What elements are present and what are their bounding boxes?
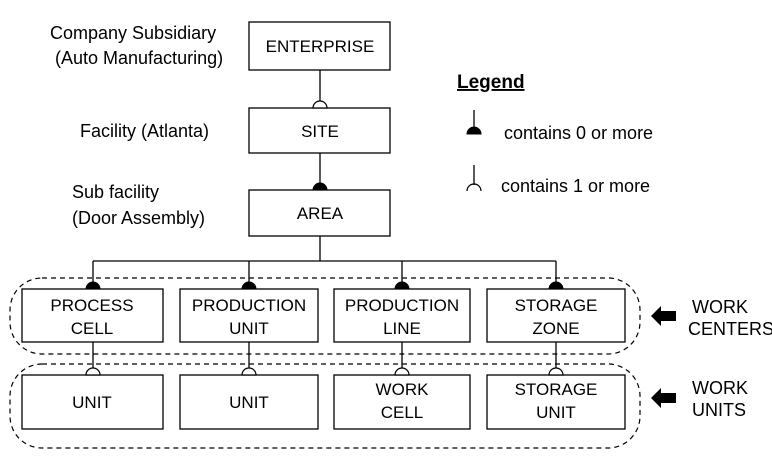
legend-one-or-more-label: contains 1 or more [501, 176, 650, 196]
production-unit-label-line2: UNIT [229, 319, 269, 338]
work-units-arrow-icon [651, 388, 676, 408]
work-centers-label-line2: CENTERS [688, 319, 772, 339]
unit-2-label: UNIT [229, 393, 269, 412]
zero-or-more-marker-process-cell [85, 281, 101, 290]
one-or-more-marker-work-cell [394, 367, 410, 376]
site-label: SITE [301, 122, 339, 141]
enterprise-description-line2: (Auto Manufacturing) [55, 48, 223, 68]
production-unit-box [179, 288, 319, 343]
legend: Legend contains 0 or more contains 1 or … [457, 72, 653, 196]
storage-unit-label-line2: UNIT [536, 403, 576, 422]
zero-or-more-marker-production-line [394, 281, 410, 290]
work-centers-arrow-icon [651, 306, 676, 326]
process-cell-box [21, 288, 164, 343]
area-description-line2: (Door Assembly) [72, 208, 205, 228]
process-cell-label-line1: PROCESS [50, 296, 133, 315]
area-label: AREA [297, 204, 344, 223]
process-cell-label-line2: CELL [71, 319, 114, 338]
zero-or-more-marker-storage-zone [548, 281, 564, 290]
storage-zone-label-line2: ZONE [532, 319, 579, 338]
area-description-line1: Sub facility [72, 182, 159, 202]
storage-unit-label-line1: STORAGE [515, 380, 598, 399]
legend-zero-or-more-label: contains 0 or more [504, 123, 653, 143]
production-unit-label-line1: PRODUCTION [192, 296, 306, 315]
one-or-more-marker-unit-2 [241, 367, 257, 376]
one-or-more-marker-storage-unit [548, 367, 564, 376]
work-units-label-line1: WORK [692, 378, 748, 398]
production-line-label-line2: LINE [383, 319, 421, 338]
legend-one-or-more-icon [466, 183, 482, 192]
unit-box-1 [21, 374, 164, 430]
work-units-group [9, 363, 641, 449]
unit-1-label: UNIT [72, 393, 112, 412]
area-box [248, 189, 391, 237]
enterprise-description-line1: Company Subsidiary [50, 23, 216, 43]
enterprise-label: ENTERPRISE [266, 37, 375, 56]
legend-zero-or-more-icon [466, 126, 482, 135]
storage-zone-box [486, 288, 626, 343]
storage-zone-label-line1: STORAGE [515, 296, 598, 315]
work-units-label-line2: UNITS [692, 400, 746, 420]
legend-title: Legend [457, 72, 525, 93]
zero-or-more-marker-area [312, 182, 328, 191]
unit-box-2 [179, 374, 319, 430]
one-or-more-marker-site [312, 100, 328, 109]
production-line-label-line1: PRODUCTION [345, 296, 459, 315]
work-cell-label-line1: WORK [376, 380, 430, 399]
enterprise-box [248, 21, 391, 71]
one-or-more-marker-unit-1 [85, 367, 101, 376]
work-cell-label-line2: CELL [381, 403, 424, 422]
zero-or-more-marker-production-unit [241, 281, 257, 290]
work-centers-group [9, 277, 641, 355]
site-description: Facility (Atlanta) [80, 121, 209, 141]
work-centers-label-line1: WORK [692, 297, 748, 317]
storage-unit-box [486, 374, 626, 430]
